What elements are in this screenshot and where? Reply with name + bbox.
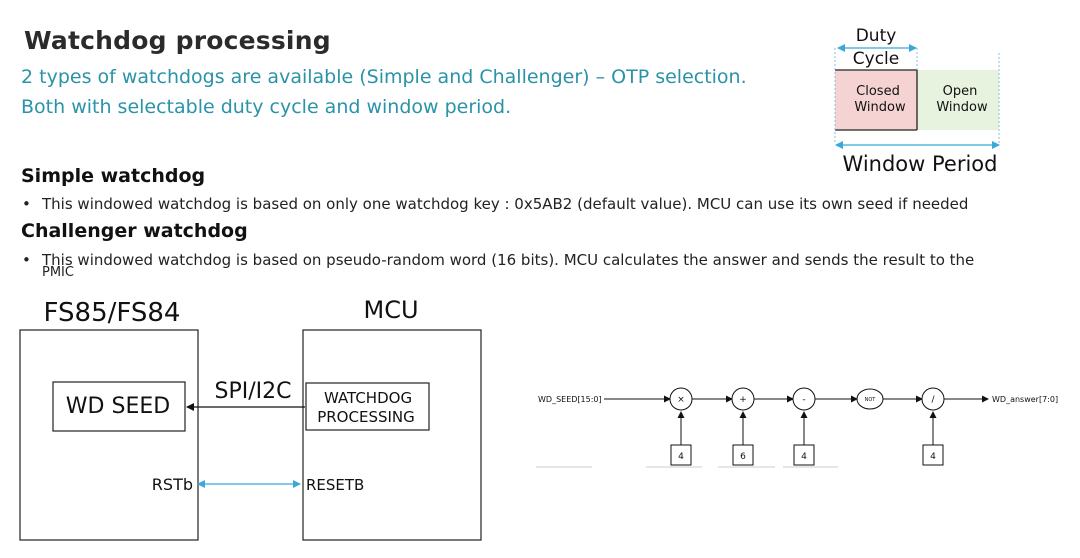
spi-i2c-label: SPI/I2C — [215, 379, 292, 404]
window-timing-diagram: Duty Cycle Closed Window Open Window Win… — [834, 26, 1000, 176]
constant-value: 4 — [930, 452, 936, 462]
pmic-block — [19, 329, 199, 541]
constant-box — [732, 444, 754, 466]
mcu-label: MCU — [363, 296, 418, 324]
open-window-label-1: Open — [943, 84, 978, 99]
simple-watchdog-bullet: • This windowed watchdog is based on only… — [22, 195, 968, 213]
open-window-box — [917, 70, 999, 130]
challenger-watchdog-bullet: • This windowed watchdog is based on pseu… — [22, 251, 974, 269]
divide-symbol: / — [931, 395, 935, 405]
simple-watchdog-text: This windowed watchdog is based on only … — [42, 195, 969, 213]
multiply-symbol: × — [677, 395, 685, 405]
bullet-icon: • — [22, 195, 31, 213]
not-operator — [856, 388, 884, 410]
wd-answer-output-label: WD_answer[7:0] — [992, 395, 1058, 404]
rstb-label: RSTb — [152, 475, 193, 494]
window-period-label: Window Period — [843, 152, 998, 176]
wd-seed-input-label: WD_SEED[15:0] — [538, 395, 602, 404]
challenger-watchdog-text-cont: PMIC — [42, 265, 74, 280]
pmic-mcu-block-diagram: FS85/FS84 MCU WD SEED WATCHDOG PROCESSIN… — [19, 296, 482, 541]
constant-value: 4 — [801, 452, 807, 462]
bullet-icon: • — [22, 251, 31, 269]
closed-window-label-1: Closed — [856, 84, 900, 99]
subtitle-line-2: Both with selectable duty cycle and wind… — [21, 96, 512, 118]
constant-value: 6 — [740, 452, 746, 462]
open-window-label-2: Window — [936, 100, 988, 115]
duty-cycle-label-2: Cycle — [853, 49, 899, 69]
not-symbol: NOT — [865, 397, 877, 403]
mcu-block — [302, 329, 482, 541]
add-symbol: + — [739, 395, 747, 405]
watchdog-processing-block — [305, 382, 430, 431]
subtract-symbol: - — [802, 395, 805, 405]
constant-box — [922, 444, 944, 466]
closed-window-box — [835, 70, 917, 130]
challenger-signal-chain: WD_SEED[15:0] WD_answer[7:0] × + - NOT /… — [536, 387, 1058, 468]
watchdog-processing-label-1: WATCHDOG — [324, 389, 412, 407]
duty-cycle-label-1: Duty — [856, 26, 897, 46]
wd-seed-label: WD SEED — [66, 394, 170, 419]
challenger-watchdog-text: This windowed watchdog is based on pseud… — [42, 251, 975, 269]
subtract-operator — [792, 387, 816, 411]
subtitle-line-1: 2 types of watchdogs are available (Simp… — [21, 66, 747, 88]
page-title: Watchdog processing — [24, 26, 331, 55]
challenger-watchdog-heading: Challenger watchdog — [21, 220, 248, 242]
pmic-label: FS85/FS84 — [44, 298, 181, 328]
watchdog-processing-label-2: PROCESSING — [317, 408, 415, 426]
constant-value: 4 — [678, 452, 684, 462]
simple-watchdog-heading: Simple watchdog — [21, 165, 206, 187]
divide-operator — [921, 387, 945, 411]
wd-seed-block — [52, 381, 186, 432]
closed-window-label-2: Window — [854, 100, 906, 115]
add-operator — [731, 387, 755, 411]
multiply-operator — [669, 387, 693, 411]
constant-box — [670, 444, 692, 466]
resetb-label: RESETB — [306, 476, 364, 494]
constant-box — [793, 444, 815, 466]
